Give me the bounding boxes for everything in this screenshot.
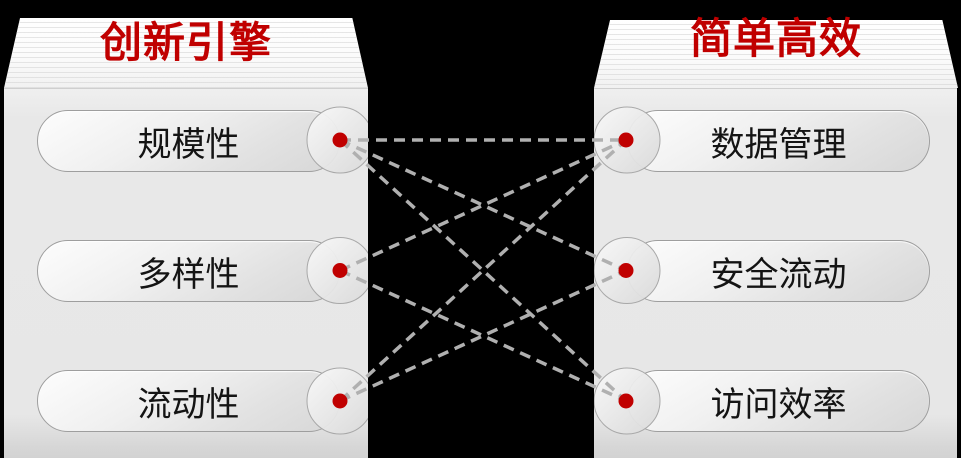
left-panel-top-face — [4, 18, 368, 88]
left-pill-2: 多样性 — [37, 240, 340, 302]
right-panel-title: 简单高效 — [689, 15, 862, 62]
connector-dots — [332, 132, 634, 409]
connector-line — [338, 138, 628, 403]
connector-line — [339, 138, 627, 273]
right-pill-1-label: 数据管理 — [710, 125, 847, 164]
connector-line — [339, 268, 627, 403]
right-pill-2-label: 安全流动 — [710, 255, 847, 294]
right-pill-3: 访问效率 — [627, 370, 930, 432]
connector-line — [339, 138, 627, 273]
left-pill-1-label: 规模性 — [137, 125, 240, 164]
right-pill-2: 安全流动 — [627, 240, 930, 302]
left-pill-1: 规模性 — [37, 110, 340, 172]
connector-lines — [338, 138, 628, 403]
right-pill-1: 数据管理 — [627, 110, 930, 172]
right-panel-top-face — [594, 20, 958, 88]
connector-line — [338, 138, 628, 403]
left-pill-2-label: 多样性 — [137, 255, 240, 294]
connector-line — [339, 268, 627, 403]
right-pill-3-label: 访问效率 — [710, 385, 847, 424]
left-pill-3-label: 流动性 — [137, 385, 240, 424]
left-panel-title: 创新引擎 — [99, 19, 272, 66]
left-pill-3: 流动性 — [37, 370, 340, 432]
